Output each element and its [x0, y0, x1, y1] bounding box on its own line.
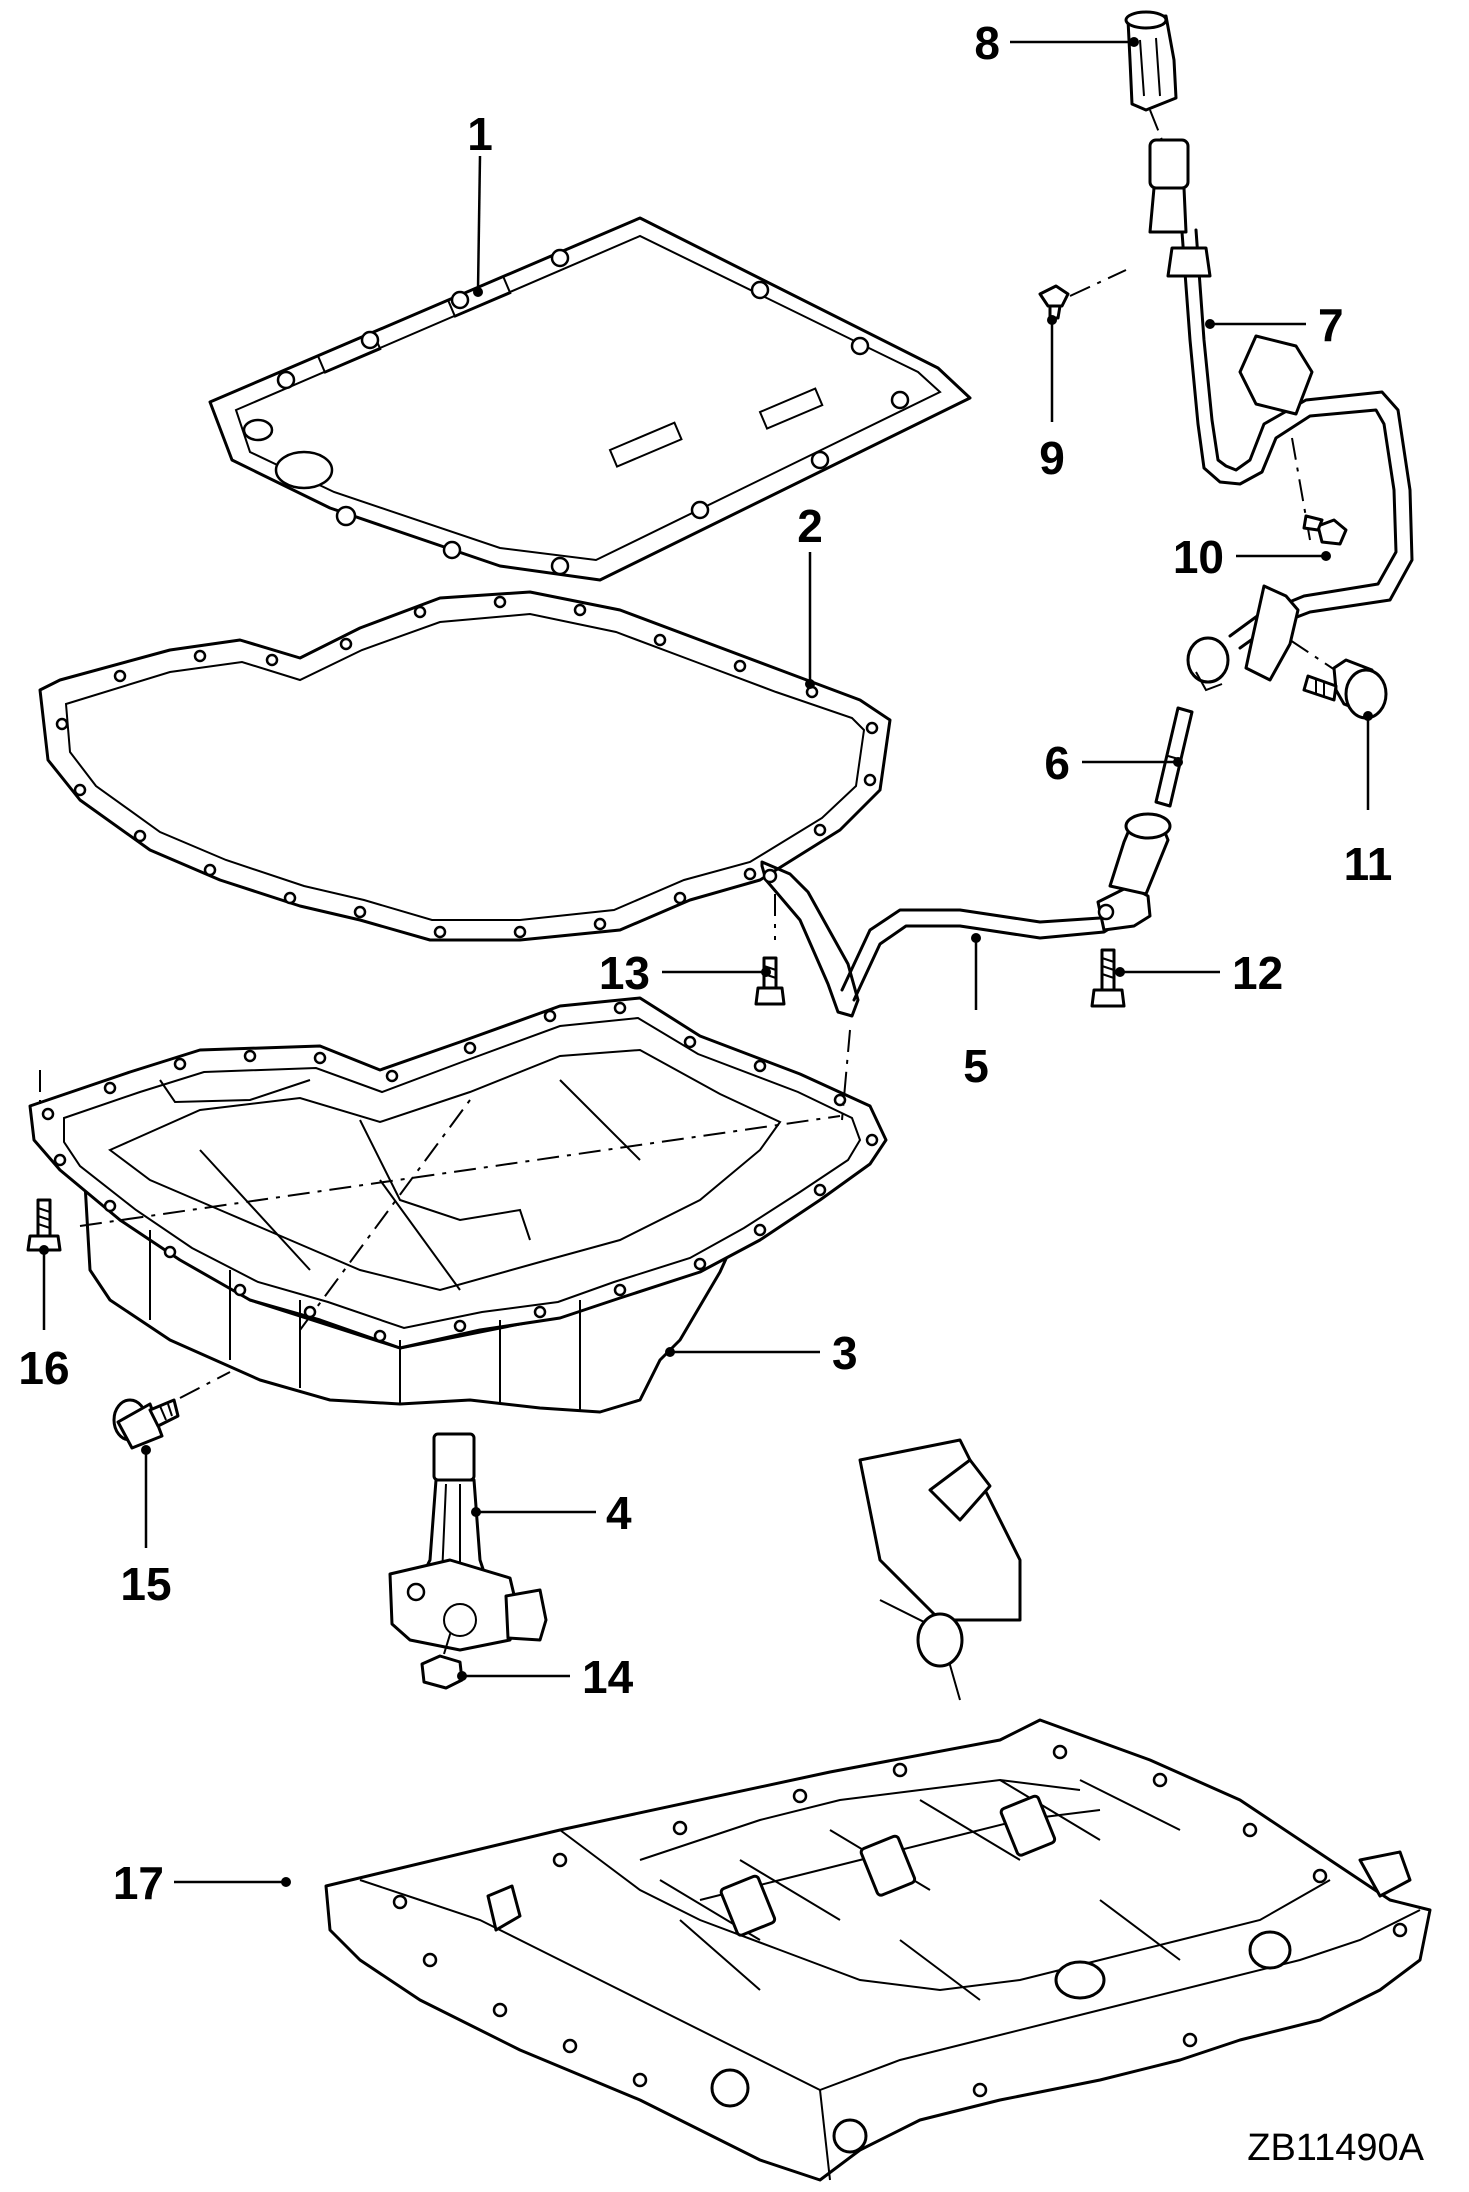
part-15-drain-plug: [112, 1371, 231, 1450]
callout-11: 11: [1344, 838, 1393, 890]
callout-6: 6: [1044, 737, 1070, 789]
callout-9: 9: [1039, 432, 1065, 484]
callout-12: 12: [1232, 947, 1283, 999]
callout-5: 5: [963, 1040, 989, 1092]
callout-17: 17: [113, 1857, 164, 1909]
part-11-flange-bolt: [1302, 658, 1388, 720]
part-3-oil-pan: [28, 996, 888, 1414]
part-9-bolt: [1038, 269, 1127, 320]
callout-2: 2: [797, 500, 823, 552]
part-5-oil-pickup-tube: [760, 812, 1172, 1121]
callout-8: 8: [974, 17, 1000, 69]
part-12-bolt: [1090, 948, 1126, 1008]
callout-10: 10: [1173, 531, 1224, 583]
part-10-bolt: [1302, 514, 1348, 546]
callout-1: 1: [467, 108, 493, 160]
callout-labels: 1 2 3 4 5 6 7 8 9 10 11 12 13 14 15 16 1…: [18, 17, 1392, 1909]
callout-15: 15: [120, 1558, 171, 1610]
callout-16: 16: [18, 1342, 69, 1394]
part-6-tube-insert: [1154, 706, 1194, 808]
part-16-bolt: [26, 1198, 62, 1252]
callout-3: 3: [832, 1327, 858, 1379]
callout-13: 13: [599, 947, 650, 999]
part-7-dipstick-tube: [1166, 228, 1414, 692]
part-8-connector-cap: [1124, 10, 1190, 234]
part-2-lower-gasket: [38, 590, 892, 942]
callout-14: 14: [582, 1651, 634, 1703]
part-17-bedplate: [324, 1438, 1432, 2182]
part-4-oil-level-sensor: [388, 1432, 548, 1652]
part-13-bolt: [754, 956, 786, 1006]
part-1-upper-gasket: [208, 216, 972, 582]
callout-4: 4: [606, 1487, 632, 1539]
drawing-code: ZB11490A: [1247, 2127, 1424, 2169]
callout-7: 7: [1318, 299, 1344, 351]
leader-lines: [39, 37, 1373, 1887]
